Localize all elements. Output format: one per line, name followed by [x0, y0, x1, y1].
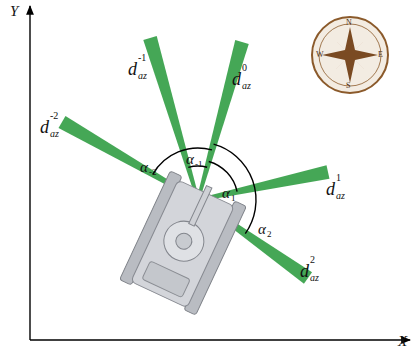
- gun-barrel: [189, 186, 212, 227]
- angle-subscript: -1: [195, 160, 203, 169]
- compass-star: [322, 27, 378, 83]
- beam-subscript: az: [242, 81, 251, 91]
- radar-beam: [197, 40, 249, 200]
- compass-rose: [312, 17, 388, 93]
- hatch: [173, 231, 194, 252]
- angle-arc: [153, 148, 212, 174]
- beam-superscript: 2: [310, 255, 315, 265]
- angle-subscript: 1: [231, 194, 236, 203]
- radar-beam: [198, 165, 330, 201]
- beam-symbol: d: [232, 70, 241, 88]
- beam-superscript: 1: [336, 173, 341, 183]
- beam-symbol: d: [128, 60, 137, 78]
- angle-symbol: α: [258, 222, 266, 237]
- turret: [157, 215, 210, 268]
- beam-symbol: d: [300, 262, 309, 280]
- angle-symbol: α: [140, 160, 148, 175]
- compass-letter: N: [346, 19, 352, 27]
- beam-symbol: d: [40, 118, 49, 136]
- axes: [30, 6, 410, 340]
- axis-label: Y: [10, 4, 18, 19]
- x-axis: [30, 339, 410, 340]
- beams: [59, 36, 330, 284]
- axis-label: X: [398, 334, 407, 349]
- beam-subscript: az: [138, 71, 147, 81]
- compass-ring: [312, 17, 388, 93]
- compass-letter: S: [346, 82, 350, 90]
- tank: [120, 169, 248, 315]
- hull: [131, 180, 235, 308]
- compass-star: [336, 41, 364, 69]
- angle-arc: [214, 144, 256, 233]
- engine-deck: [142, 261, 190, 298]
- compass-letter: W: [316, 51, 324, 59]
- compass-letter: E: [378, 51, 383, 59]
- angle-symbol: α: [222, 186, 230, 201]
- beam-subscript: az: [336, 191, 345, 201]
- beam-superscript: -1: [138, 53, 146, 63]
- y-axis: [29, 6, 30, 340]
- beam-subscript: az: [50, 129, 59, 139]
- beam-symbol: d: [326, 180, 335, 198]
- beam-superscript: -2: [50, 111, 58, 121]
- angle-symbol: α: [186, 152, 194, 167]
- angle-subscript: 2: [267, 230, 272, 239]
- beam-subscript: az: [310, 273, 319, 283]
- angle-arcs: [153, 144, 256, 233]
- beam-superscript: 0: [242, 63, 247, 73]
- angle-subscript: -2: [149, 168, 157, 177]
- compass-ring: [319, 24, 381, 86]
